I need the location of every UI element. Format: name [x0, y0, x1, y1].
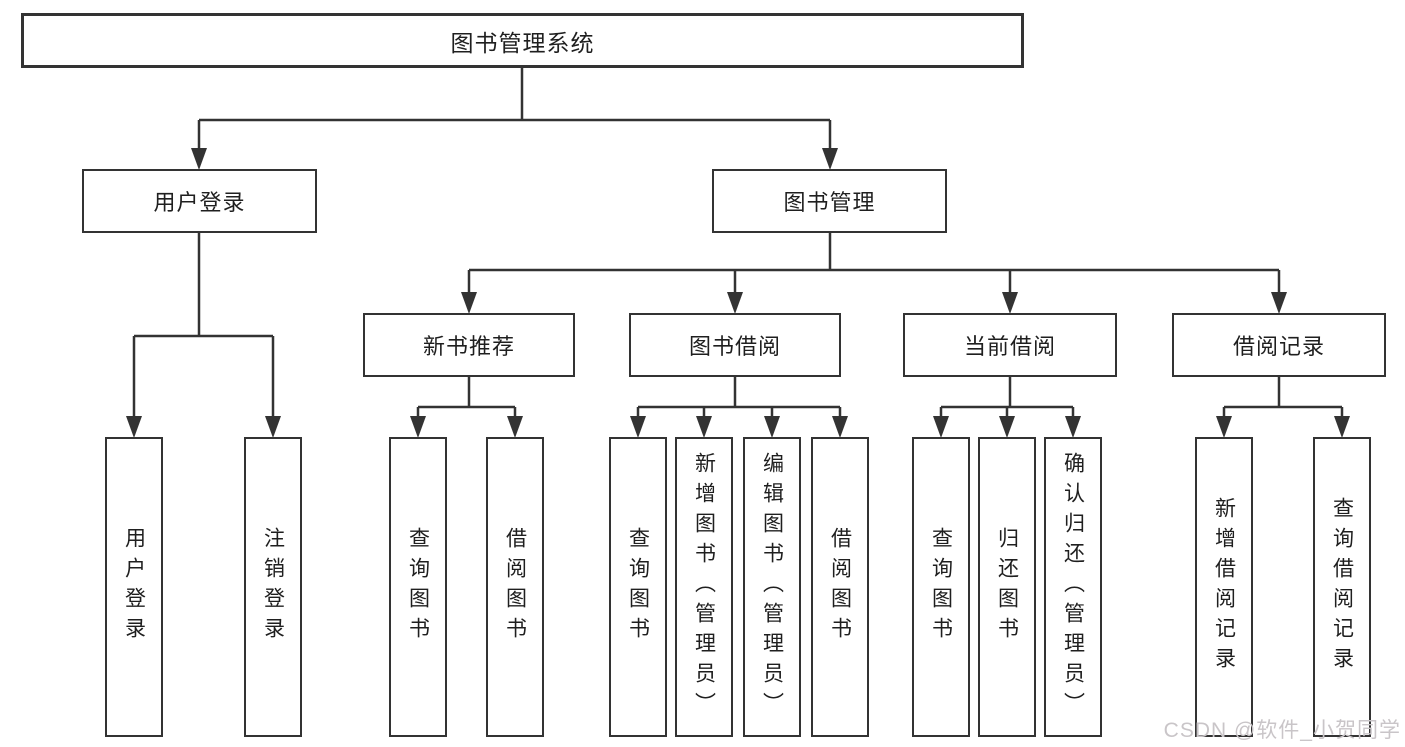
arrowhead: [764, 416, 780, 438]
arrowhead: [1002, 292, 1018, 314]
arrowhead: [410, 416, 426, 438]
node-new-book-recommendation: 新书推荐: [363, 313, 575, 377]
leaf-label: 查询借阅记录: [1330, 497, 1354, 677]
leaf-borrow-borrow-books: 借阅图书: [811, 437, 869, 737]
arrowhead: [933, 416, 949, 438]
leaf-borrow-query-books: 查询图书: [609, 437, 667, 737]
arrowhead: [1216, 416, 1232, 438]
arrowhead: [1065, 416, 1081, 438]
leaf-label: 新增图书（管理员）: [692, 452, 716, 722]
arrowhead: [630, 416, 646, 438]
leaf-label: 新增借阅记录: [1212, 497, 1236, 677]
leaf-records-query-record: 查询借阅记录: [1313, 437, 1371, 737]
node-current-borrowing: 当前借阅: [903, 313, 1117, 377]
node-label: 当前借阅: [963, 334, 1056, 359]
leaf-label: 注销登录: [261, 527, 285, 647]
arrowhead: [1271, 292, 1287, 314]
leaf-label: 借阅图书: [503, 527, 527, 647]
leaf-records-add-record: 新增借阅记录: [1195, 437, 1253, 737]
leaf-current-return-books: 归还图书: [978, 437, 1036, 737]
node-book-management-system: 图书管理系统: [21, 13, 1024, 68]
arrowhead: [822, 148, 838, 170]
node-book-borrowing: 图书借阅: [629, 313, 841, 377]
arrowhead: [191, 148, 207, 170]
arrowhead: [461, 292, 477, 314]
node-label: 图书管理: [783, 190, 876, 215]
arrowhead: [696, 416, 712, 438]
arrowhead: [265, 416, 281, 438]
leaf-logout: 注销登录: [244, 437, 302, 737]
node-user-login: 用户登录: [82, 169, 317, 233]
arrowhead: [507, 416, 523, 438]
node-label: 用户登录: [153, 190, 246, 215]
leaf-borrow-edit-books-admin: 编辑图书（管理员）: [743, 437, 801, 737]
leaf-label: 查询图书: [929, 527, 953, 647]
leaf-current-confirm-return-admin: 确认归还（管理员）: [1044, 437, 1102, 737]
arrowhead: [999, 416, 1015, 438]
csdn-watermark: CSDN @软件_小贺同学: [1163, 719, 1401, 742]
leaf-label: 查询图书: [626, 527, 650, 647]
leaf-label: 归还图书: [995, 527, 1019, 647]
leaf-label: 确认归还（管理员）: [1061, 452, 1085, 722]
node-label: 新书推荐: [422, 334, 515, 359]
leaf-label: 用户登录: [122, 527, 146, 647]
leaf-user-login: 用户登录: [105, 437, 163, 737]
node-label: 图书管理系统: [450, 29, 595, 56]
leaf-label: 编辑图书（管理员）: [760, 452, 784, 722]
arrowheads: [126, 148, 1350, 438]
node-borrowing-records: 借阅记录: [1172, 313, 1386, 377]
leaf-newbooks-borrow-books: 借阅图书: [486, 437, 544, 737]
arrowhead: [1334, 416, 1350, 438]
leaf-label: 查询图书: [406, 527, 430, 647]
leaf-current-query-books: 查询图书: [912, 437, 970, 737]
node-label: 图书借阅: [688, 334, 781, 359]
arrowhead: [126, 416, 142, 438]
leaf-label: 借阅图书: [828, 527, 852, 647]
node-label: 借阅记录: [1232, 334, 1325, 359]
tree-edges: [132, 68, 1344, 418]
node-book-management: 图书管理: [712, 169, 947, 233]
arrowhead: [832, 416, 848, 438]
leaf-borrow-add-books-admin: 新增图书（管理员）: [675, 437, 733, 737]
arrowhead: [727, 292, 743, 314]
leaf-newbooks-query-books: 查询图书: [389, 437, 447, 737]
